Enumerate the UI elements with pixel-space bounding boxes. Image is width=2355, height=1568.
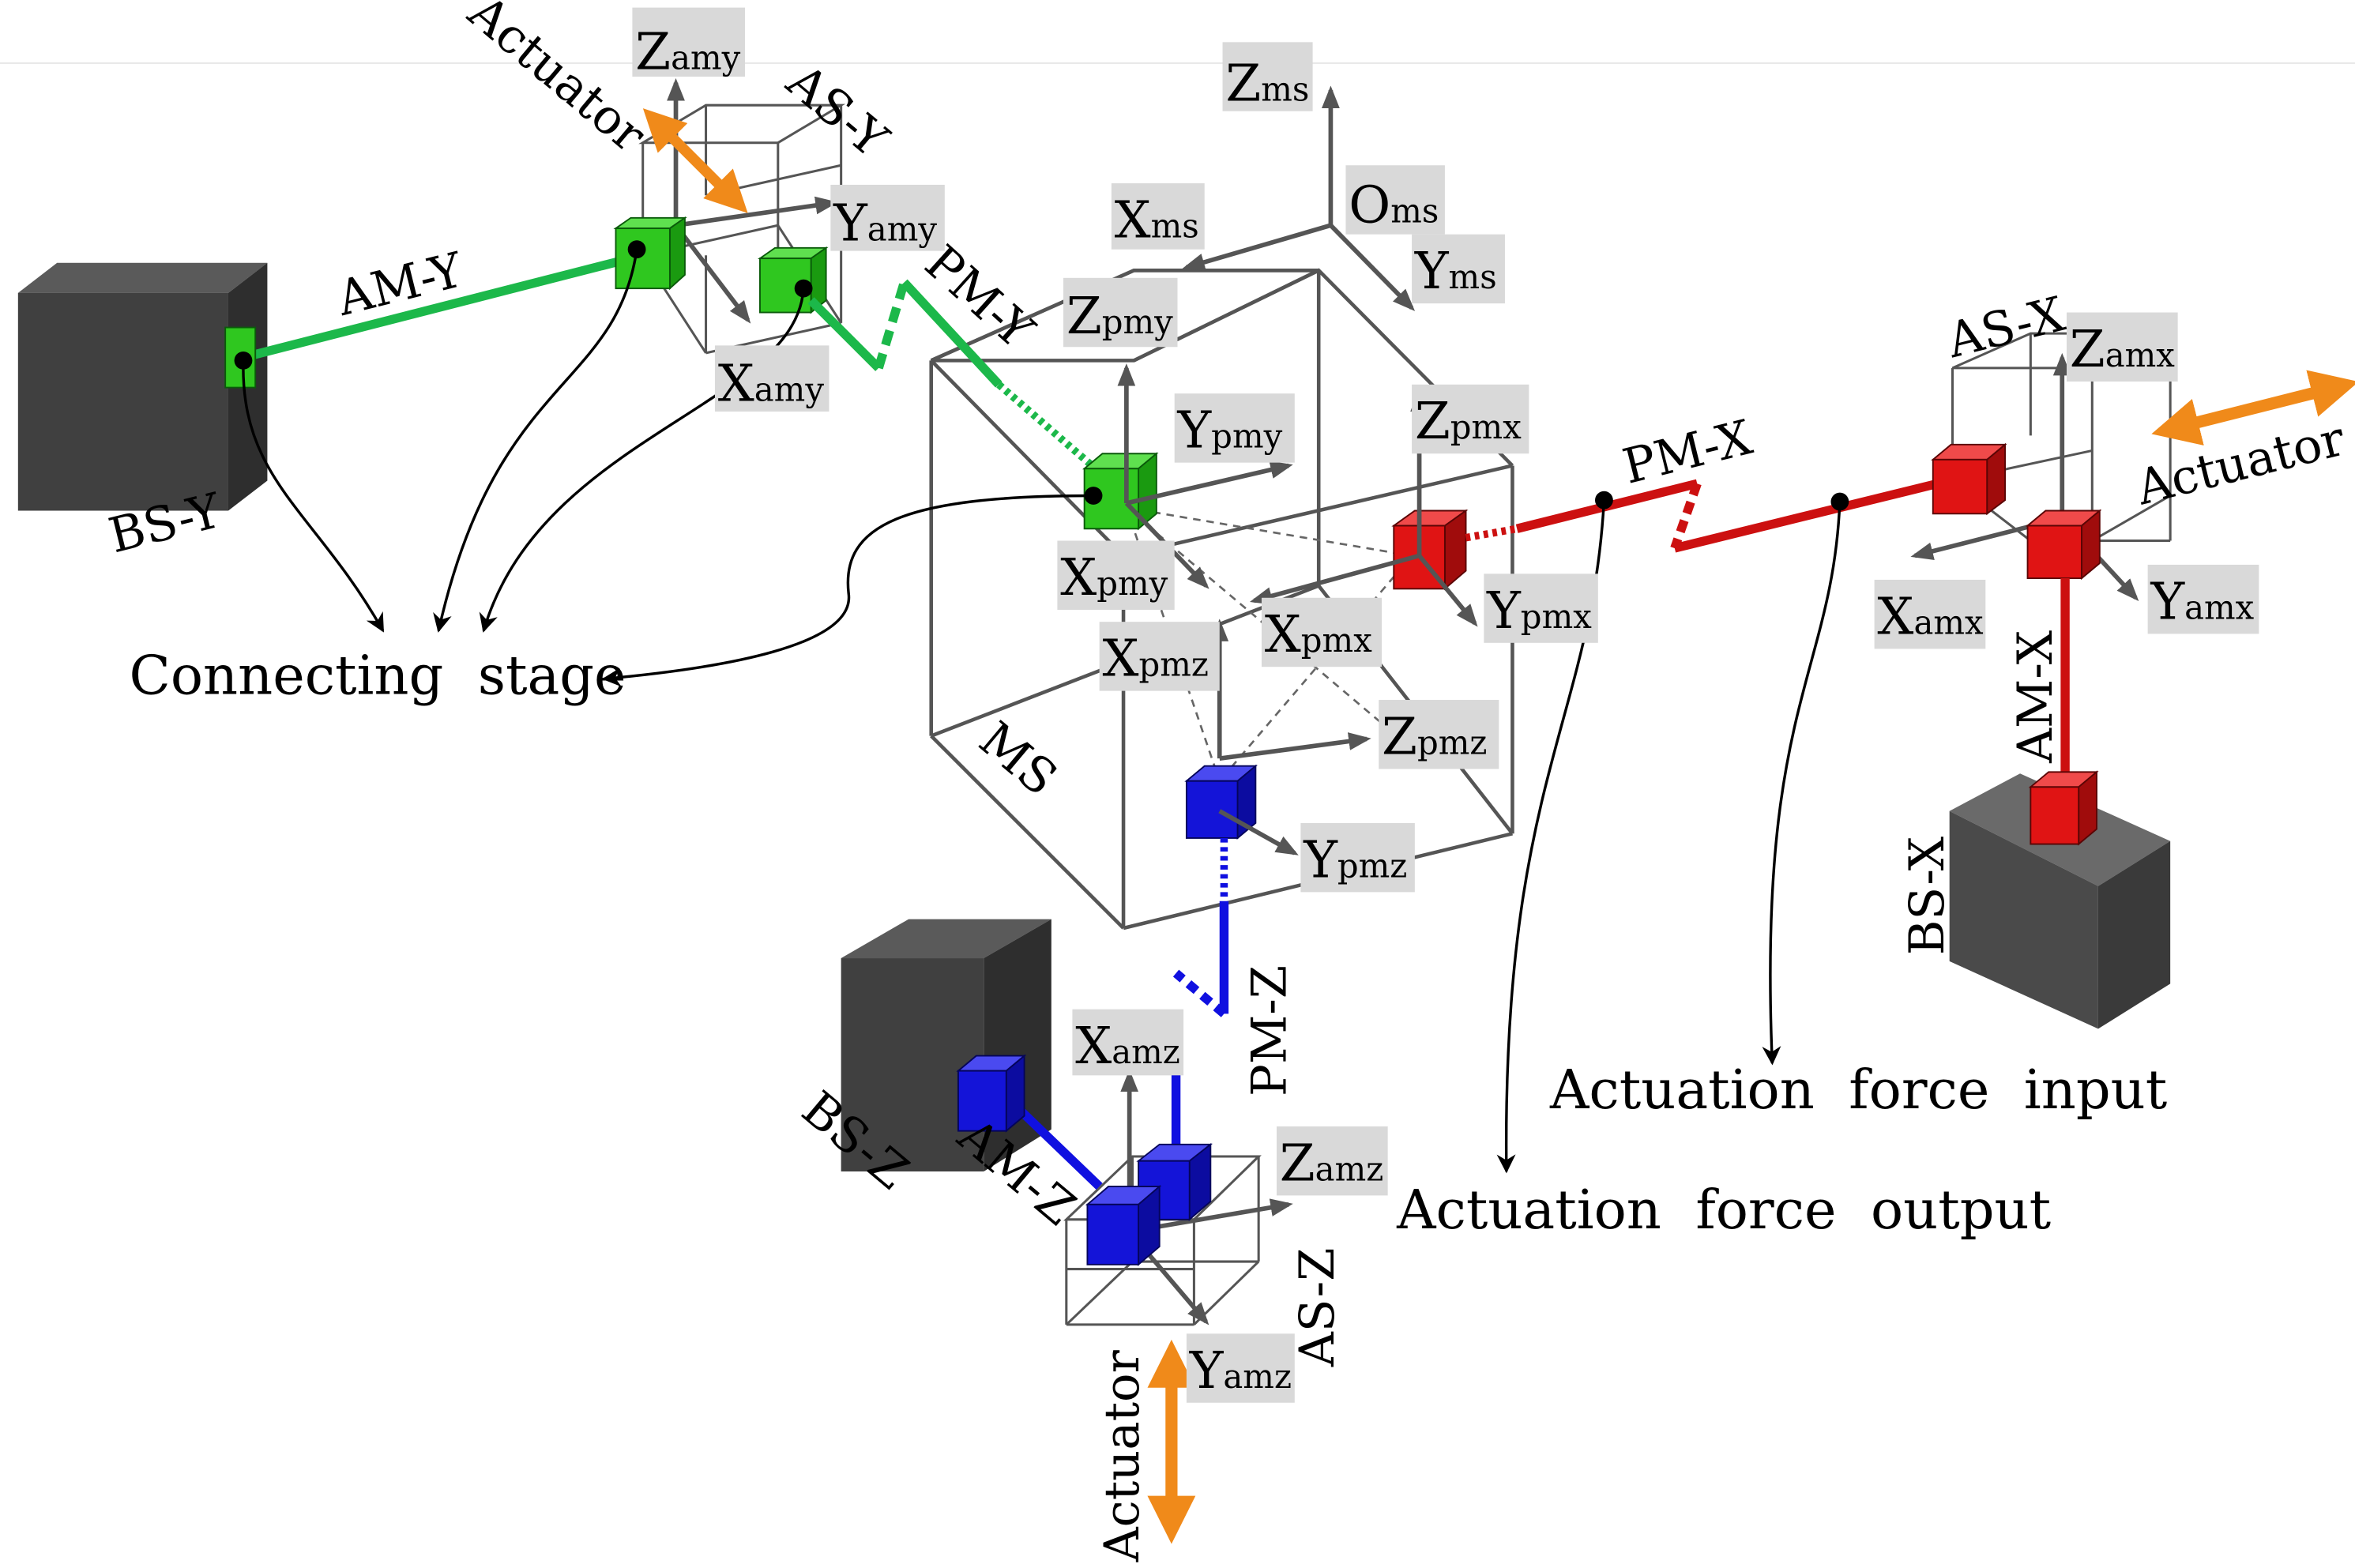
coordinate-labels: Zamy Yamy Xamy Zms Xms Oms Yms Zpmy Ypmy… [632,7,2259,1403]
base-block-bs-y [17,262,268,511]
label-y-amx: Yamx [2147,564,2259,634]
svg-text:Zamx: Zamx [2070,320,2175,379]
svg-text:Oms: Oms [1349,175,1439,235]
label-x-pmy: Xpmy [1057,540,1175,610]
label-y-ms: Yms [1412,234,1505,304]
actuator-x-arrow [2151,370,2355,446]
label-y-pmx: Ypmx [1484,573,1598,643]
label-z-pmz: Zpmz [1379,700,1499,769]
label-y-pmy: Ypmy [1174,393,1295,463]
red-cube-base [2028,770,2099,846]
green-cube-actuator [613,216,687,291]
svg-text:Xpmy: Xpmy [1060,548,1168,607]
label-x-amy: Xamy [714,345,830,414]
svg-text:Ypmz: Ypmz [1303,830,1407,889]
svg-text:Yms: Yms [1414,242,1497,301]
captions: Connecting stage Actuation force input A… [129,644,2167,1242]
actuator-x-label: Actuator [2131,411,2351,516]
svg-text:Zamy: Zamy [635,23,740,82]
red-cube-ms [1391,509,1469,591]
label-y-amy: Yamy [830,184,945,253]
label-y-pmz: Ypmz [1300,822,1415,893]
svg-text:Zpmx: Zpmx [1415,392,1522,451]
as-y-label: AS-Y [776,54,898,169]
label-z-amz: Zamz [1276,1126,1388,1196]
as-x-label: AS-X [1941,287,2070,369]
svg-text:Xamy: Xamy [718,355,825,414]
label-y-amz: Yamz [1186,1333,1295,1403]
actuator-z-label: Actuator [1095,1349,1150,1562]
actuator-y-label: Actuator [457,0,656,164]
svg-text:Ypmy: Ypmy [1177,401,1283,461]
svg-text:Xpmz: Xpmz [1102,630,1208,689]
pm-z-link [1171,837,1229,1164]
svg-text:Yamz: Yamz [1189,1341,1292,1401]
label-z-pmy: Zpmy [1063,277,1178,348]
label-z-pmx: Zpmx [1412,384,1529,454]
am-x-label: AM-X [2008,630,2063,764]
blue-cube-ms [1184,764,1258,840]
pm-x-link [1465,479,1939,553]
svg-text:Xamx: Xamx [1877,587,1984,646]
actuator-y-arrow [642,108,748,213]
red-cube-intermediate [2025,509,2102,581]
svg-text:Xpmx: Xpmx [1265,605,1372,664]
force-output-caption: Actuation force output [1396,1179,2051,1242]
label-x-amx: Xamx [1874,579,1986,649]
bs-x-label: BS-X [1900,837,1955,955]
svg-text:Zpmz: Zpmz [1382,707,1487,766]
red-cube-actuator [1931,442,2007,516]
label-o-ms: Oms [1345,165,1445,235]
am-z-link [1018,1107,1103,1190]
green-cube-ms [1082,452,1159,531]
svg-text:Ypmx: Ypmx [1486,581,1592,641]
force-input-caption: Actuation force input [1549,1058,2167,1122]
ms-label: MS [969,712,1067,807]
label-x-pmz: Xpmz [1099,622,1220,691]
svg-text:Xms: Xms [1115,190,1199,250]
label-x-pmx: Xpmx [1261,597,1383,667]
ms-axes [1182,85,1416,311]
svg-text:Zpmy: Zpmy [1067,287,1173,346]
svg-text:Zms: Zms [1225,54,1309,113]
connecting-stage-caption: Connecting stage [129,644,626,707]
blue-cube-intermediate [1085,1184,1162,1266]
as-z-label: AS-Z [1290,1247,1345,1367]
label-z-amx: Zamx [2066,312,2178,382]
am-y-link [242,254,632,363]
label-x-amz: Xamz [1072,1009,1184,1076]
svg-text:Xamz: Xamz [1075,1017,1180,1076]
svg-text:Yamx: Yamx [2150,572,2254,631]
blue-cube-base [956,1054,1027,1133]
label-x-ms: Xms [1111,183,1205,250]
label-z-ms: Zms [1222,42,1313,113]
svg-text:Zamz: Zamz [1280,1134,1384,1193]
pm-z-label: PM-Z [1242,965,1297,1096]
label-z-amy: Zamy [632,7,745,82]
svg-text:Yamy: Yamy [833,194,937,253]
